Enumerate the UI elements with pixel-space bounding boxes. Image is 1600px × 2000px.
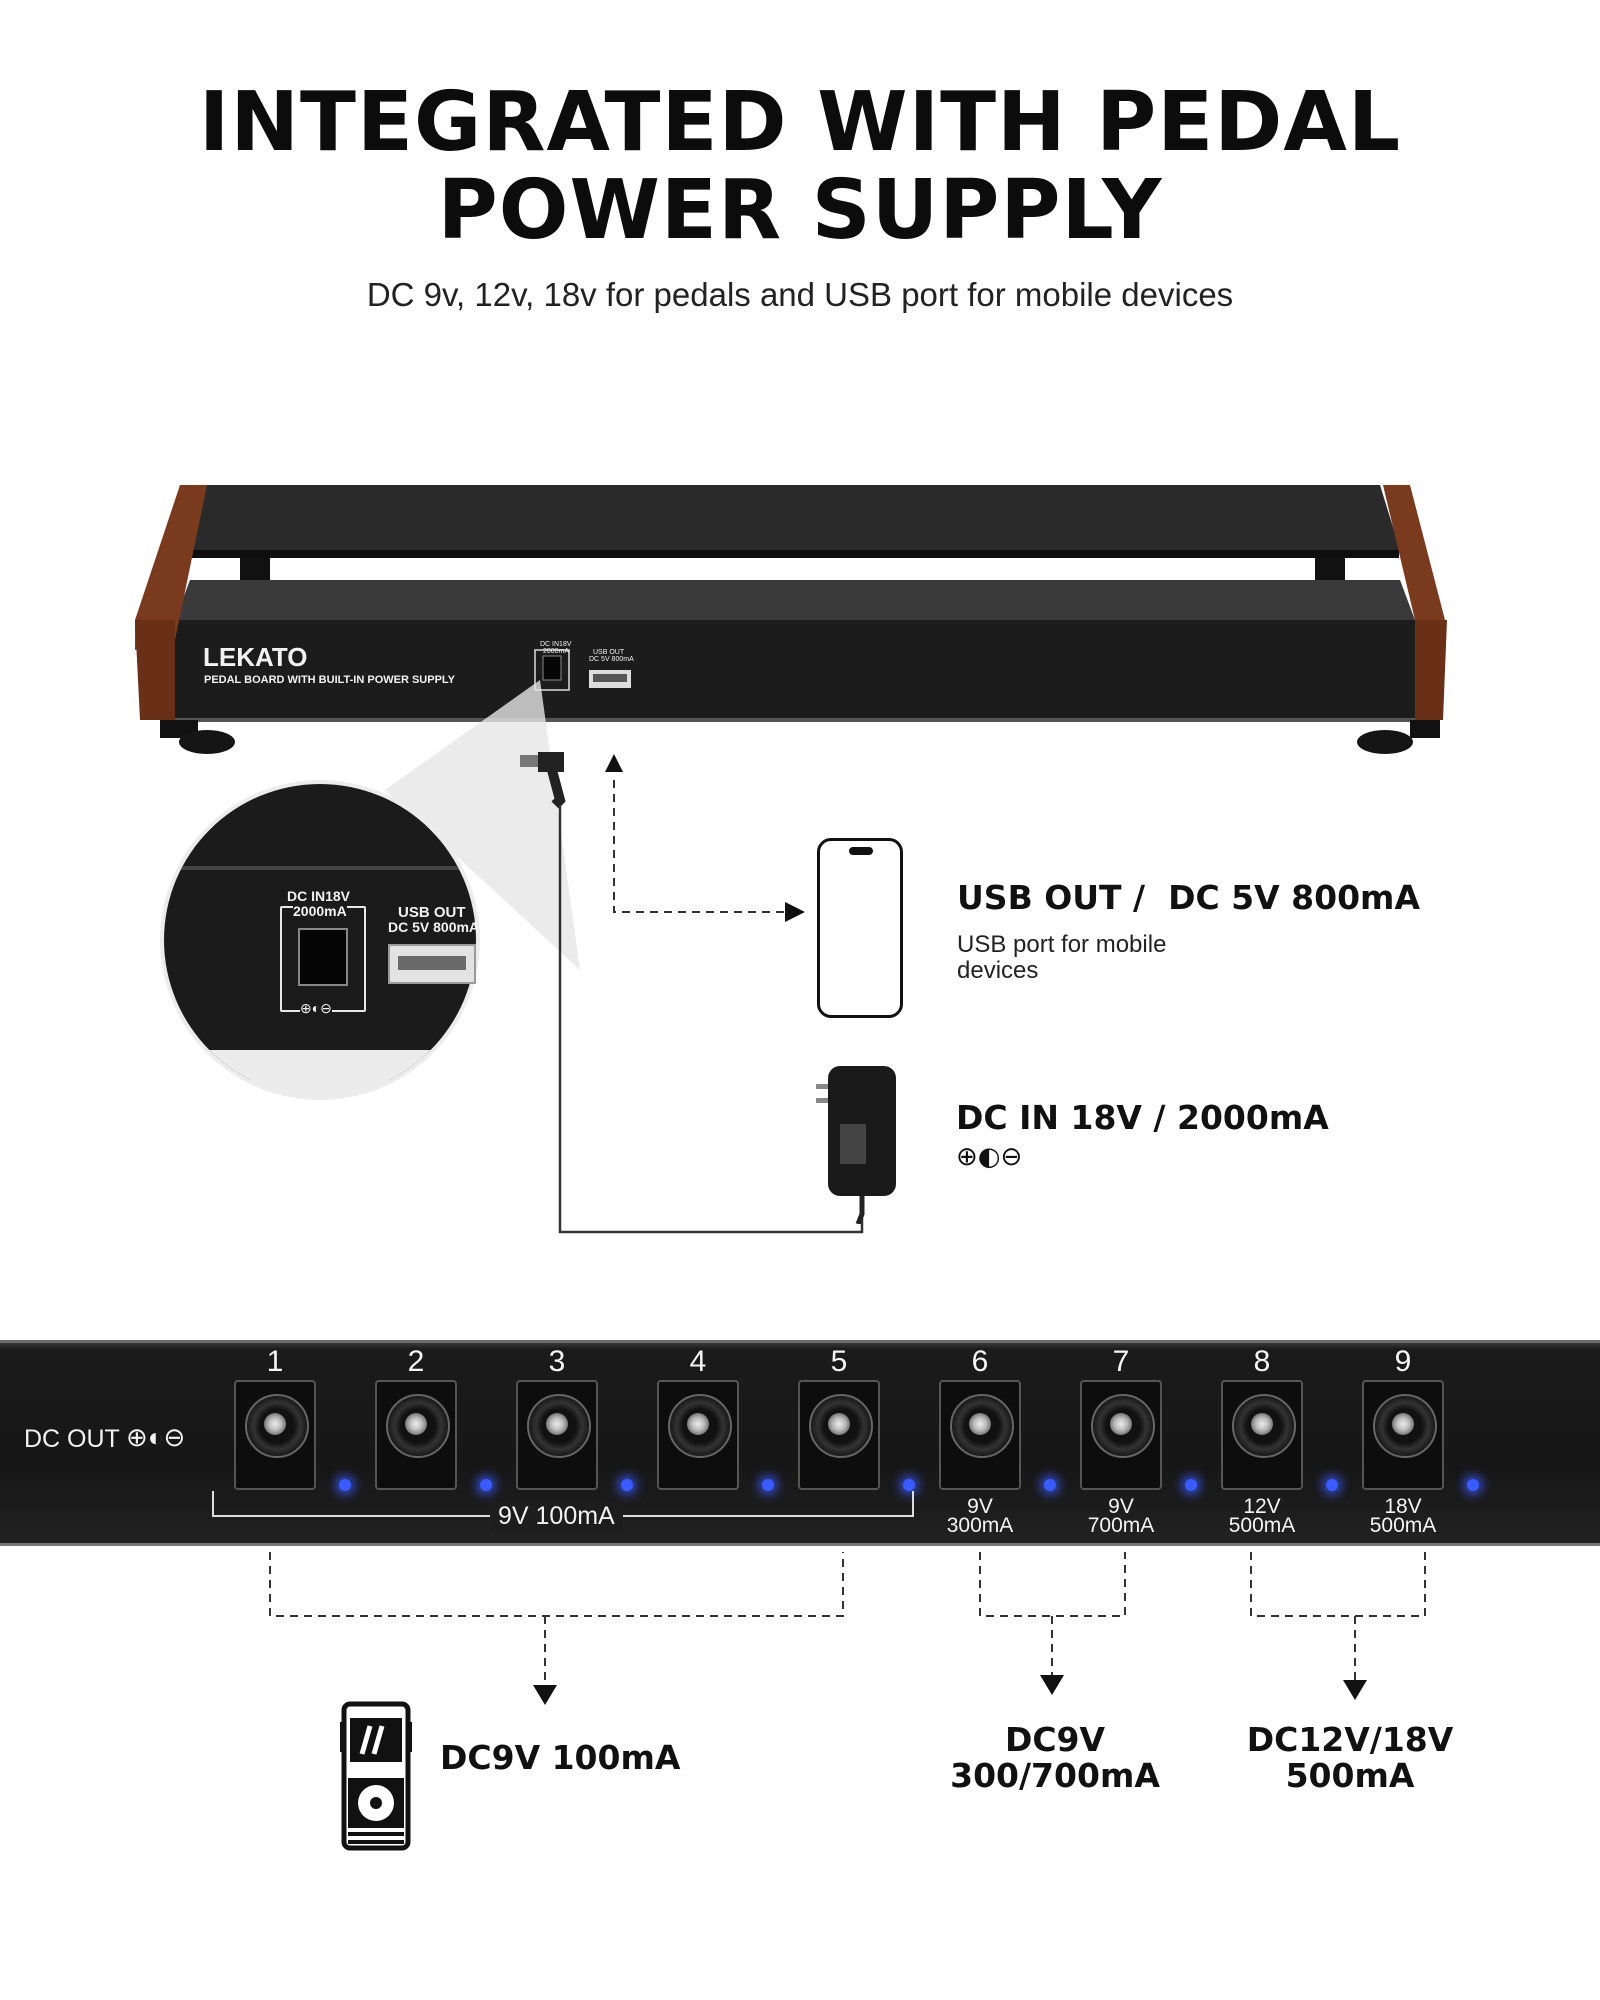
zoom-usb-label-2: DC 5V 800mA xyxy=(388,919,480,935)
port-spec-current-7: 700mA xyxy=(1087,1514,1155,1537)
port-led-4 xyxy=(762,1479,774,1491)
dc-out-port-9[interactable] xyxy=(1362,1380,1444,1490)
dc-jack-icon xyxy=(809,1394,873,1458)
board-dc-in-label-2: 2000mA xyxy=(543,648,570,655)
dc-jack-icon xyxy=(527,1394,591,1458)
dc-out-port-2[interactable] xyxy=(375,1380,457,1490)
dc-out-port-1[interactable] xyxy=(234,1380,316,1490)
dc-out-port-3[interactable] xyxy=(516,1380,598,1490)
dc-out-port-8[interactable] xyxy=(1221,1380,1303,1490)
pedalboard xyxy=(135,480,1455,760)
usb-out-title: USB OUT / DC 5V 800mA xyxy=(957,878,1420,917)
port-number-8: 8 xyxy=(1253,1345,1271,1378)
port-spec-current-6: 300mA xyxy=(946,1514,1014,1537)
dc-jack-icon xyxy=(668,1394,732,1458)
port-number-2: 2 xyxy=(407,1345,425,1378)
dc-jack-icon xyxy=(950,1394,1014,1458)
zoom-dc-in-jack xyxy=(298,928,348,986)
pedalboard-graphic xyxy=(135,485,1447,754)
output-label-dc9v-line-2: 300/700mA xyxy=(950,1756,1160,1795)
usb-out-desc-1: USB port for mobile xyxy=(957,931,1167,958)
zoom-polarity-icon: ⊕◐⊖ xyxy=(300,1000,332,1017)
dc-out-label: DC OUT xyxy=(24,1425,120,1453)
port-led-9 xyxy=(1467,1479,1479,1491)
output-connectors xyxy=(269,1552,1426,1705)
zoom-dc-in-label-2: 2000mA xyxy=(293,903,347,919)
headline-subtitle: DC 9v, 12v, 18v for pedals and USB port … xyxy=(366,276,1234,313)
headline-line-2: POWER SUPPLY xyxy=(437,163,1163,258)
group-label: 9V 100mA xyxy=(490,1502,623,1531)
port-spec-voltage-7: 9V xyxy=(1108,1495,1134,1518)
port-number-5: 5 xyxy=(830,1345,848,1378)
output-label-dc12-line-2: 500mA xyxy=(1285,1756,1415,1795)
output-label-dc9v-100: DC9V 100mA xyxy=(440,1738,681,1777)
zoom-usb-port xyxy=(388,944,476,984)
port-led-8 xyxy=(1326,1479,1338,1491)
port-spec-voltage-9: 18V xyxy=(1384,1495,1422,1518)
power-adapter-icon xyxy=(816,1066,896,1224)
headline-line-1: INTEGRATED WITH PEDAL xyxy=(198,75,1402,170)
port-number-6: 6 xyxy=(971,1345,989,1378)
board-usb-label-2: DC 5V 800mA xyxy=(589,656,634,663)
dc-out-port-7[interactable] xyxy=(1080,1380,1162,1490)
dc-out-port-6[interactable] xyxy=(939,1380,1021,1490)
board-dc-in-label-1: DC IN18V xyxy=(540,641,572,648)
dc-in-polarity-icon: ⊕◐⊖ xyxy=(956,1142,1023,1172)
dc-out-port-4[interactable] xyxy=(657,1380,739,1490)
pedal-icon xyxy=(340,1701,412,1851)
dc-jack-icon xyxy=(1373,1394,1437,1458)
dc-jack-icon xyxy=(1232,1394,1296,1458)
port-led-7 xyxy=(1185,1479,1197,1491)
connection-lines xyxy=(520,752,864,1234)
port-led-2 xyxy=(480,1479,492,1491)
board-usb-label-1: USB OUT xyxy=(593,649,625,656)
port-spec-current-8: 500mA xyxy=(1228,1514,1296,1537)
port-led-3 xyxy=(621,1479,633,1491)
dc-jack-icon xyxy=(386,1394,450,1458)
port-led-6 xyxy=(1044,1479,1056,1491)
usb-out-desc-2: devices xyxy=(957,957,1039,984)
port-led-1 xyxy=(339,1479,351,1491)
port-number-4: 4 xyxy=(689,1345,707,1378)
zoom-usb-label-1: USB OUT xyxy=(398,904,466,921)
port-number-9: 9 xyxy=(1394,1345,1412,1378)
output-label-dc9v-line-1: DC9V xyxy=(1004,1720,1106,1759)
dc-out-port-5[interactable] xyxy=(798,1380,880,1490)
board-tagline: PEDAL BOARD WITH BUILT-IN POWER SUPPLY xyxy=(204,674,455,686)
port-spec-voltage-8: 12V xyxy=(1243,1495,1281,1518)
dc-jack-icon xyxy=(245,1394,309,1458)
port-number-3: 3 xyxy=(548,1345,566,1378)
board-brand: LEKATO xyxy=(203,642,308,672)
dc-in-title: DC IN 18V / 2000mA xyxy=(956,1098,1329,1137)
dc-jack-icon xyxy=(1091,1394,1155,1458)
port-number-1: 1 xyxy=(266,1345,284,1378)
port-spec-voltage-6: 9V xyxy=(967,1495,993,1518)
zoom-dc-in-label-1: DC IN18V xyxy=(287,888,351,904)
port-spec-current-9: 500mA xyxy=(1369,1514,1437,1537)
output-label-dc12-line-1: DC12V/18V xyxy=(1246,1720,1454,1759)
port-led-5 xyxy=(903,1479,915,1491)
phone-icon xyxy=(817,838,903,1018)
port-number-7: 7 xyxy=(1112,1345,1130,1378)
dc-out-polarity-icon: ⊕◐⊖ xyxy=(126,1422,186,1452)
